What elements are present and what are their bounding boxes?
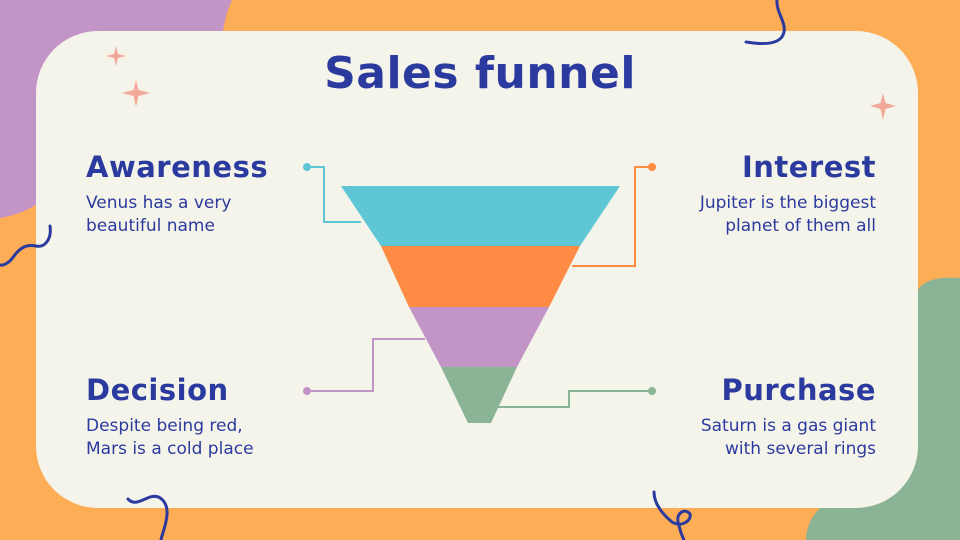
stage-interest: Interest Jupiter is the biggest planet o… <box>640 150 876 238</box>
stage-decision: Decision Despite being red, Mars is a co… <box>86 373 316 461</box>
stage-purchase-description: Saturn is a gas giant with several rings <box>640 415 876 461</box>
description-line: with several rings <box>725 439 876 459</box>
description-line: Jupiter is the biggest <box>699 193 876 213</box>
stage-interest-description: Jupiter is the biggest planet of them al… <box>640 192 876 238</box>
stage-awareness-description: Venus has a very beautiful name <box>86 192 316 238</box>
description-line: beautiful name <box>86 216 215 236</box>
stage-purchase: Purchase Saturn is a gas giant with seve… <box>640 373 876 461</box>
description-line: planet of them all <box>725 216 876 236</box>
purple-blob <box>0 0 232 218</box>
stage-interest-title: Interest <box>741 150 876 184</box>
description-line: Mars is a cold place <box>86 439 254 459</box>
stage-decision-description: Despite being red, Mars is a cold place <box>86 415 316 461</box>
stage-awareness: Awareness Venus has a very beautiful nam… <box>86 150 316 238</box>
description-line: Despite being red, <box>86 416 243 436</box>
description-line: Saturn is a gas giant <box>700 416 876 436</box>
page-title: Sales funnel <box>324 48 636 99</box>
stage-purchase-title: Purchase <box>721 373 876 407</box>
green-blob <box>806 277 960 540</box>
stage-awareness-title: Awareness <box>86 150 269 184</box>
stage-decision-title: Decision <box>86 373 229 407</box>
description-line: Venus has a very <box>86 193 232 213</box>
